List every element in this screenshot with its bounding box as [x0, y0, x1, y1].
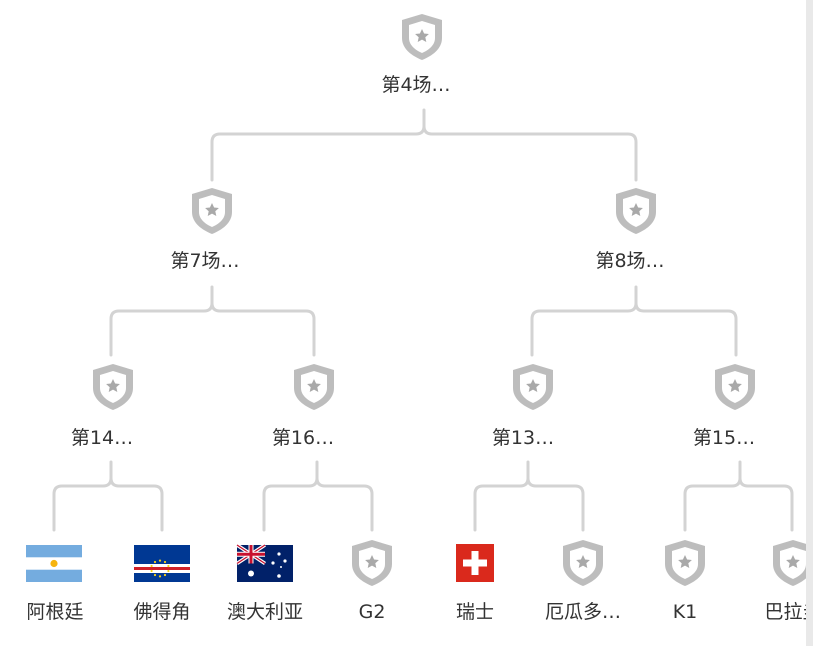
switzerland-flag[interactable] [456, 544, 494, 582]
match-label-15[interactable]: 第15… [692, 427, 756, 449]
team-k1-shield-star-icon[interactable] [665, 540, 705, 586]
bracket-connectors [52, 108, 794, 532]
right-edge-divider [806, 0, 813, 646]
team-ecuador-shield-star-icon[interactable] [563, 540, 603, 586]
match-8-shield-star-icon[interactable] [616, 188, 656, 234]
team-name-cape-verde[interactable]: 佛得角 [133, 601, 191, 623]
match-13-shield-star-icon[interactable] [513, 364, 553, 410]
match-label-8[interactable]: 第8场… [595, 250, 665, 272]
team-g2-shield-star-icon[interactable] [352, 540, 392, 586]
match-4-shield-star-icon[interactable] [402, 14, 442, 60]
team-name-australia[interactable]: 澳大利亚 [226, 601, 303, 623]
cape-verde-flag[interactable] [134, 545, 190, 582]
team-name-argentina[interactable]: 阿根廷 [26, 601, 84, 623]
team-name-ecuador[interactable]: 厄瓜多… [544, 601, 621, 623]
match-16-shield-star-icon[interactable] [294, 364, 334, 410]
team-name-k1[interactable]: K1 [672, 601, 698, 623]
team-name-paraguay[interactable]: 巴拉圭 [764, 601, 813, 623]
team-name-switzerland[interactable]: 瑞士 [455, 601, 494, 623]
team-name-g2[interactable]: G2 [358, 601, 386, 623]
match-14-shield-star-icon[interactable] [93, 364, 133, 410]
match-15-shield-star-icon[interactable] [715, 364, 755, 410]
argentina-flag[interactable] [26, 545, 82, 582]
match-label-13[interactable]: 第13… [491, 427, 555, 449]
match-label-4[interactable]: 第4场… [381, 74, 451, 96]
match-label-14[interactable]: 第14… [70, 427, 134, 449]
match-label-7[interactable]: 第7场… [170, 250, 240, 272]
australia-flag[interactable] [236, 543, 293, 582]
match-label-16[interactable]: 第16… [271, 427, 335, 449]
match-7-shield-star-icon[interactable] [192, 188, 232, 234]
